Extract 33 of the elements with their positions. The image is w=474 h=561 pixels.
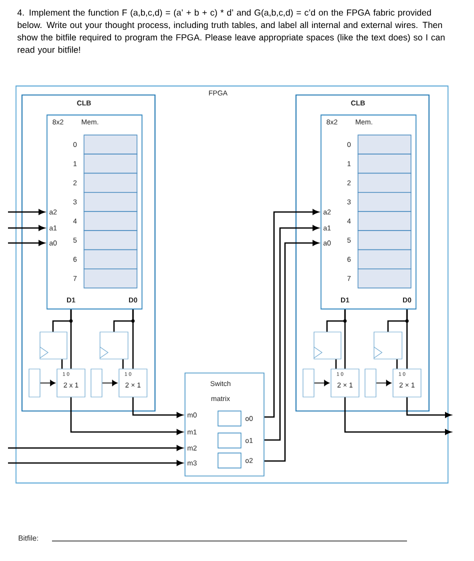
arrow: [8, 445, 183, 451]
flip-flop-symbol: [100, 332, 128, 360]
wire: [396, 359, 398, 369]
config-bit-box: [28, 368, 40, 398]
wire: [406, 309, 408, 369]
wire: [335, 359, 337, 369]
arrow: [314, 380, 330, 386]
arrow: [264, 225, 319, 441]
config-bit-box: [364, 368, 376, 398]
arrow: [40, 380, 56, 386]
config-bit-box: [302, 368, 314, 398]
config-bit-box: [90, 368, 102, 398]
arrow: [344, 397, 452, 435]
arrow: [406, 397, 452, 418]
wire: [132, 309, 134, 369]
flip-flop-symbol: [40, 332, 68, 360]
arrow: [70, 397, 183, 435]
wire: [344, 309, 346, 369]
flip-flop-symbol: [314, 332, 342, 360]
wire: [122, 359, 124, 369]
flip-flop-symbol: [374, 332, 402, 360]
arrow: [8, 460, 183, 466]
arrow: [132, 397, 183, 418]
arrow: [102, 380, 118, 386]
arrow: [8, 225, 45, 231]
arrow: [8, 209, 45, 215]
arrow: [8, 240, 45, 246]
arrow: [264, 240, 319, 462]
arrow: [376, 380, 392, 386]
wire: [61, 359, 63, 369]
wire: [70, 309, 72, 369]
question-text: 4. Implement the function F (a,b,c,d) = (a’ + b + c) * d’ and G(a,b,c,d) = c’d on the FPGA fabric provided below. Write out your thought process, including truth tables, and label all internal and external wires. Then show the bitfile required to program the FPGA. Please leave appropriate spaces (like the text does) so I can read your bitfile!: [17, 9, 445, 55]
arrow: [264, 209, 319, 418]
